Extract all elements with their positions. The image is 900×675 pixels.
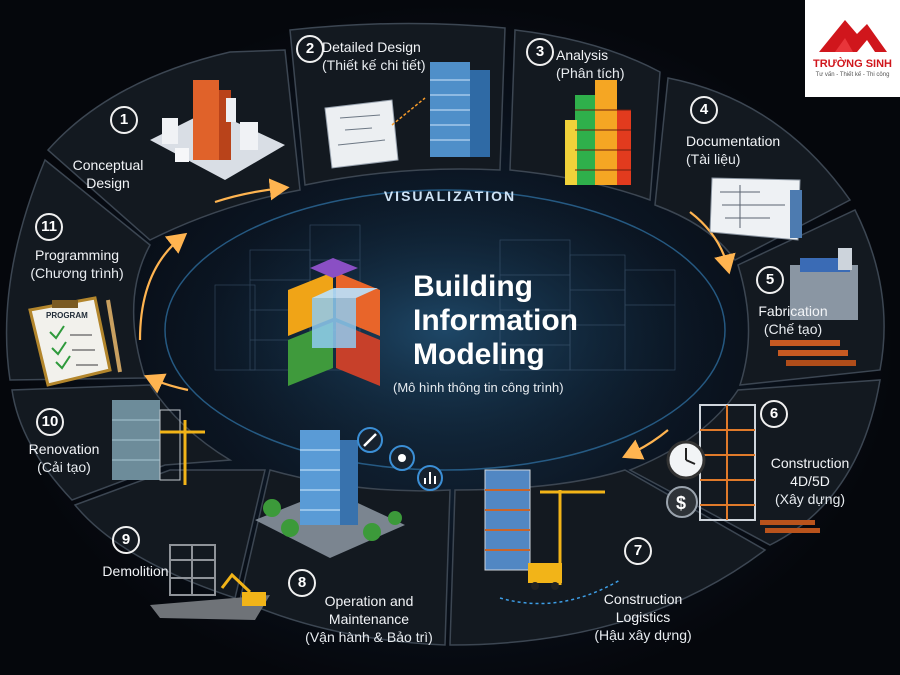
- stage-title-2: Detailed Design: [322, 39, 421, 55]
- panel-9: [73, 469, 266, 599]
- stage-subtitle-10: (Cải tạo): [37, 459, 91, 475]
- stage-title-10: Renovation: [28, 441, 100, 457]
- center-title-line-2: Information: [413, 304, 578, 337]
- arrow-to-1: [138, 232, 188, 341]
- stage-label-4: Documentation (Tài liệu): [686, 132, 796, 168]
- center-subtitle: (Mô hình thông tin công trình): [393, 380, 564, 395]
- stage-title-8: Operation and Maintenance: [324, 593, 414, 627]
- stage-subtitle-5: (Chế tạo): [763, 321, 823, 337]
- stage-number-11: 11: [35, 213, 63, 241]
- visualization-label: VISUALIZATION: [383, 188, 517, 204]
- stage-subtitle-11: (Chương trình): [30, 265, 124, 281]
- stage-label-1: Conceptual Design: [58, 138, 158, 192]
- svg-text:$: $: [676, 493, 686, 513]
- stage-number-1: 1: [110, 106, 138, 134]
- stage-title-3: Analysis: [556, 47, 609, 63]
- stage-label-9: Demolition: [98, 562, 173, 580]
- stage-label-2: Detailed Design (Thiết kế chi tiết): [322, 38, 462, 74]
- stage-number-8: 8: [288, 569, 316, 597]
- stage-label-11: Programming (Chương trình): [22, 246, 132, 282]
- stage-subtitle-2: (Thiết kế chi tiết): [322, 57, 426, 73]
- stage-title-1: Conceptual Design: [72, 157, 144, 191]
- heatmap-building-icon: [565, 80, 631, 185]
- arrow-to-7: [621, 429, 669, 460]
- scaffold-crane-icon: [112, 400, 205, 485]
- fabrication-machine-icon: [770, 248, 858, 366]
- stage-number-10: 10: [36, 408, 64, 436]
- roof-logo-icon: [819, 20, 887, 52]
- visualization-ring: [164, 189, 726, 471]
- logo-tagline: Tư vấn - Thiết kế - Thi công: [815, 72, 890, 78]
- stage-subtitle-6: (Xây dựng): [774, 491, 846, 507]
- clipboard-icon: [28, 296, 122, 387]
- stage-label-7: Construction Logistics (Hậu xây dựng): [588, 572, 698, 662]
- park-tower-icon: [255, 427, 443, 558]
- center-title-line-3: Modeling: [413, 338, 545, 371]
- logo-brand: TRƯỜNG SINH: [812, 58, 892, 70]
- stage-title-11: Programming: [34, 247, 120, 263]
- stage-number-5: 5: [756, 266, 784, 294]
- blueprint-tower-icon: [324, 62, 490, 169]
- stage-label-8: Operation and Maintenance (Vận hành & Bả…: [304, 574, 434, 664]
- crane-truck-icon: [484, 469, 621, 605]
- stage-subtitle-8: (Vận hành & Bảo trì): [305, 629, 433, 645]
- stage-subtitle-7: (Hậu xây dựng): [594, 627, 692, 643]
- stage-title-7: Construction Logistics: [603, 591, 683, 625]
- stage-number-3: 3: [526, 38, 554, 66]
- stage-subtitle-4: (Tài liệu): [686, 151, 741, 167]
- center-title: Building Information Modeling: [413, 270, 578, 372]
- bim-cube-icon: [288, 258, 380, 386]
- stage-title-6: Construction 4D/5D: [770, 455, 850, 489]
- stage-title-4: Documentation: [686, 133, 781, 149]
- stage-number-6: 6: [760, 400, 788, 428]
- arrow-to-2: [214, 178, 290, 204]
- stage-number-4: 4: [690, 96, 718, 124]
- stage-label-10: Renovation (Cải tạo): [24, 440, 104, 476]
- excavator-icon: [150, 544, 270, 620]
- stage-number-2: 2: [296, 35, 324, 63]
- stage-number-7: 7: [624, 537, 652, 565]
- arrow-to-5: [689, 211, 736, 275]
- city-blocks-icon: [150, 80, 285, 180]
- stage-subtitle-3: (Phân tích): [556, 65, 625, 81]
- flow-arrows: [138, 178, 736, 460]
- arrow-to-11: [144, 373, 189, 394]
- drawing-board-icon: [709, 177, 802, 241]
- clipboard-label: PROGRAM: [46, 311, 88, 320]
- center-glow: [155, 175, 735, 485]
- stage-label-6: Construction 4D/5D (Xây dựng): [755, 436, 865, 526]
- center-title-line-1: Building: [413, 270, 533, 303]
- stage-title-9: Demolition: [102, 563, 169, 579]
- stage-title-5: Fabrication: [758, 303, 828, 319]
- stage-label-3: Analysis (Phân tích): [556, 46, 636, 82]
- building-frame-clock-icon: $: [666, 404, 820, 533]
- truong-sinh-logo: TRƯỜNG SINH Tư vấn - Thiết kế - Thi công: [805, 0, 900, 97]
- stage-number-9: 9: [112, 526, 140, 554]
- stage-label-5: Fabrication (Chế tạo): [748, 302, 838, 338]
